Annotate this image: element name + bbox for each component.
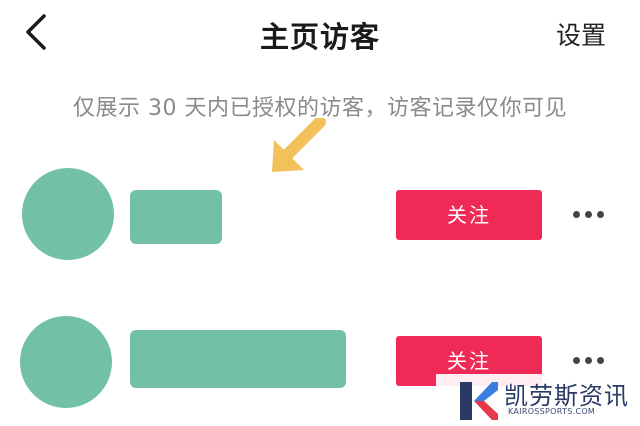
page-title: 主页访客 xyxy=(259,20,380,54)
visitor-row[interactable]: 关注 xyxy=(0,310,640,410)
more-dots-icon[interactable] xyxy=(570,208,606,222)
follow-button[interactable]: 关注 xyxy=(396,336,542,386)
top-bar: 主页访客 设置 xyxy=(0,0,640,66)
visitor-name-redacted xyxy=(130,330,346,388)
watermark-name: 凯劳斯资讯 xyxy=(504,382,629,410)
visitor-row[interactable]: 关注 xyxy=(0,166,640,266)
watermark-url: KAIROSSPORTS.COM xyxy=(508,407,596,416)
arrow-down-left-icon xyxy=(272,118,326,172)
chevron-left-icon xyxy=(26,14,46,50)
avatar[interactable] xyxy=(22,168,114,260)
brand-logo-icon xyxy=(460,382,498,420)
visitor-name-redacted xyxy=(130,190,222,244)
settings-button[interactable]: 设置 xyxy=(555,21,606,50)
avatar[interactable] xyxy=(20,316,112,408)
visibility-notice: 仅展示 30 天内已授权的访客，访客记录仅你可见 xyxy=(73,96,567,121)
back-button[interactable] xyxy=(18,12,58,52)
more-dots-icon[interactable] xyxy=(570,354,606,368)
follow-button[interactable]: 关注 xyxy=(396,190,542,240)
watermark: 凯劳斯资讯 KAIROSSPORTS.COM xyxy=(436,374,640,426)
